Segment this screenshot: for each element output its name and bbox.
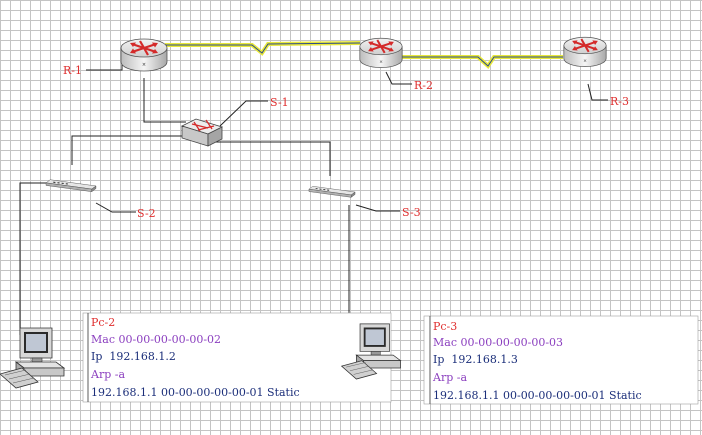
label-r2: R-2 (414, 79, 433, 92)
pc2-computer-icon[interactable] (0, 327, 66, 389)
link-s2-pc2 (19, 182, 48, 335)
link-r1-s1 (143, 78, 186, 123)
leader-s3 (355, 204, 400, 212)
pc2-name: Pc-2 (91, 316, 115, 329)
pc3-name: Pc-3 (433, 320, 457, 333)
pc3-arp-command: Arp -a (432, 371, 467, 384)
pc3-arp-entry: 192.168.1.1 00-00-00-00-00-01 Static (433, 389, 642, 402)
switch-s3[interactable] (308, 186, 356, 198)
label-s3: S-3 (402, 206, 421, 219)
label-s2: S-2 (137, 207, 156, 220)
serial-link-r1-r2 (165, 41, 361, 56)
pc2-ip: Ip 192.168.1.2 (91, 350, 176, 363)
leader-s2 (95, 202, 136, 213)
leader-r1 (86, 64, 123, 71)
links (19, 41, 608, 352)
pc2-arp-entry: 192.168.1.1 00-00-00-00-00-01 Static (91, 386, 300, 399)
pc2-arp-command: Arp -a (90, 368, 125, 381)
label-r1: R-1 (63, 64, 82, 77)
leader-r2 (385, 71, 412, 85)
leader-r3 (587, 83, 608, 101)
router-r1[interactable] (119, 37, 169, 73)
pc3-computer-icon[interactable] (340, 323, 402, 380)
switch-s2[interactable] (45, 179, 97, 192)
label-s1: S-1 (270, 96, 289, 109)
pc2-info-box: Pc-2 Mac 00-00-00-00-00-02 Ip 192.168.1.… (82, 312, 392, 403)
link-s1-s2 (71, 135, 190, 165)
label-r3: R-3 (610, 95, 629, 108)
switch-s1[interactable] (180, 118, 224, 147)
link-s1-s3 (212, 141, 331, 176)
serial-link-r2-r3 (402, 55, 563, 70)
pc3-info-box: Pc-3 Mac 00-00-00-00-00-03 Ip 192.168.1.… (423, 315, 699, 405)
pc3-mac: Mac 00-00-00-00-00-03 (433, 336, 563, 349)
router-r3[interactable] (562, 36, 608, 68)
router-r2[interactable] (358, 37, 404, 69)
leader-s1 (219, 100, 268, 127)
pc3-ip: Ip 192.168.1.3 (433, 353, 518, 366)
pc2-mac: Mac 00-00-00-00-00-02 (91, 333, 221, 346)
